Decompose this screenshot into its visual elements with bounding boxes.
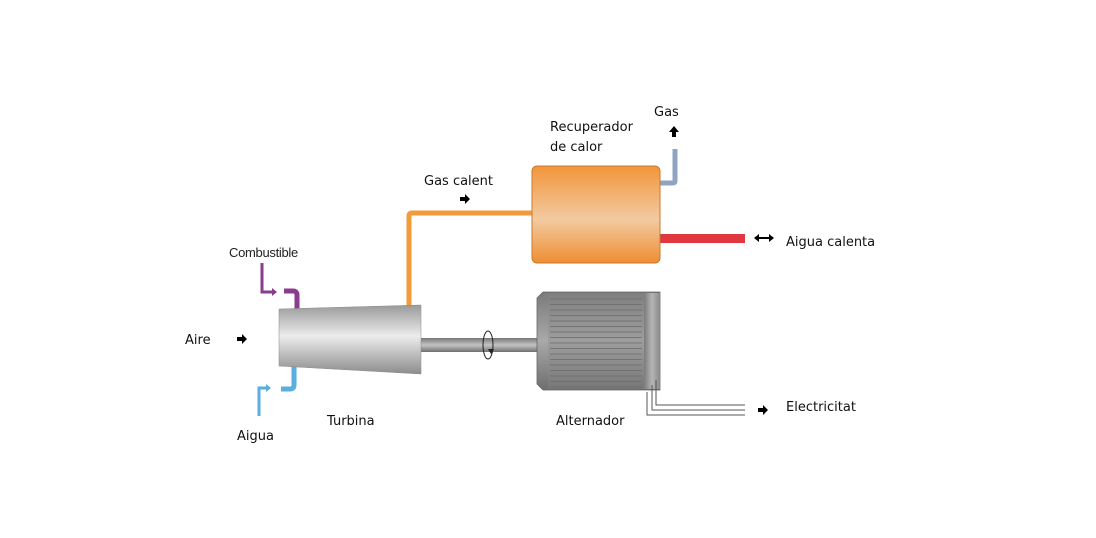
- heat-recovery-unit: [531, 165, 661, 264]
- water-feed-pipe: [281, 366, 297, 392]
- alternator-label: Alternador: [556, 414, 625, 429]
- water-arrow-icon: [266, 384, 271, 392]
- electricity-wires: [646, 380, 745, 416]
- gas-out-arrow-icon: [669, 126, 679, 137]
- recuperator-label-line2: de calor: [550, 140, 603, 155]
- electricity-arrow-icon: [758, 405, 768, 415]
- hot-gas-pipe: [406, 210, 534, 308]
- rotation-icon: [482, 330, 494, 360]
- fuel-inlet-pipe: [260, 263, 272, 294]
- hot-water-bidirectional-arrow-icon: [754, 234, 774, 242]
- air-arrow-icon: [237, 334, 247, 344]
- turbine-label: Turbina: [326, 414, 375, 429]
- fuel-label: Combustible: [229, 245, 298, 260]
- hot-water-pipe: [660, 234, 745, 243]
- gas-out-label: Gas: [654, 105, 679, 120]
- fuel-arrow-icon: [272, 288, 277, 296]
- air-label: Aire: [185, 333, 211, 348]
- turbine: [278, 304, 422, 375]
- electricity-label: Electricitat: [786, 400, 856, 415]
- gas-out-pipe: [658, 149, 678, 186]
- alternator: [536, 291, 661, 391]
- turbine-shaft: [420, 338, 538, 352]
- recuperator-label-line1: Recuperador: [550, 120, 634, 135]
- hot-gas-arrow-icon: [460, 194, 470, 204]
- hot-water-label: Aigua calenta: [786, 235, 875, 250]
- fuel-feed-pipe: [284, 288, 300, 312]
- hot-gas-label: Gas calent: [424, 174, 493, 189]
- water-label: Aigua: [237, 429, 274, 444]
- water-inlet-pipe: [257, 386, 266, 416]
